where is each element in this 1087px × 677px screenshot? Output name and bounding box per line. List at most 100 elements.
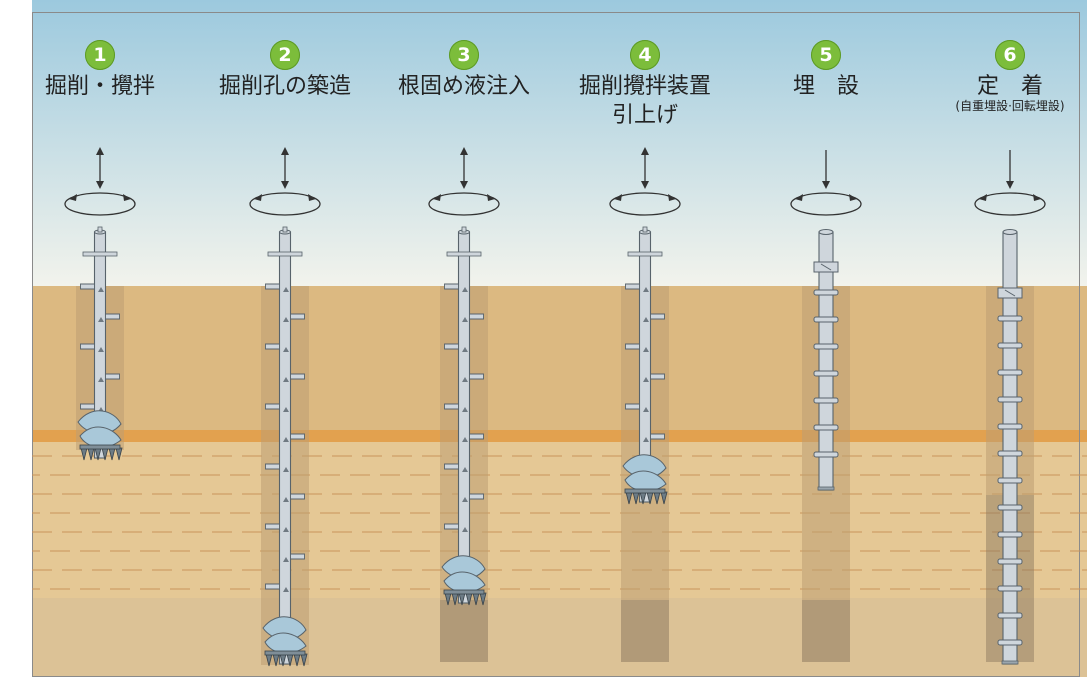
auger-mark xyxy=(98,317,104,322)
tools xyxy=(77,226,1023,667)
pile-ring xyxy=(813,397,839,404)
soil-layer-lower xyxy=(0,598,1087,677)
auger-mark xyxy=(462,317,468,322)
auger-blade xyxy=(625,343,640,350)
auger-blade xyxy=(265,463,280,470)
pile-ring xyxy=(997,423,1023,430)
auger-blade xyxy=(290,433,305,440)
auger-crossbar xyxy=(267,251,303,257)
motion-arrow-step-4 xyxy=(609,147,681,216)
auger-mark xyxy=(283,587,289,592)
auger-rod xyxy=(457,231,471,604)
pile-ring xyxy=(997,477,1023,484)
pile-joint-mark xyxy=(1004,289,1016,297)
step-3-header: 3 根固め液注入 xyxy=(369,40,559,99)
motion-arrow-step-3 xyxy=(428,147,500,216)
auger-mark xyxy=(462,407,468,412)
auger-blade xyxy=(290,553,305,560)
auger-blade xyxy=(650,313,665,320)
rotation-ellipse xyxy=(974,192,1046,216)
step-6-subtitle: (自重埋設·回転埋設) xyxy=(955,99,1065,113)
arrow-head-down xyxy=(460,181,468,189)
auger-mark xyxy=(462,497,468,502)
auger-mark xyxy=(462,467,468,472)
step-6-title: 定 着 xyxy=(976,74,1043,99)
soil-layer-band xyxy=(0,430,1087,442)
arrow-head-down xyxy=(96,181,104,189)
auger-blade xyxy=(80,403,95,410)
step-3-title: 根固め液注入 xyxy=(397,74,530,99)
arrow-head-up xyxy=(641,147,649,155)
rotation-arrow-head xyxy=(487,194,495,201)
pile-ring xyxy=(997,558,1023,565)
rotation-arrow-head xyxy=(308,194,316,201)
auger-blade xyxy=(265,403,280,410)
auger-blade xyxy=(265,283,280,290)
auger-mark xyxy=(283,377,289,382)
auger-spiral xyxy=(79,426,122,448)
step-5-badge: 5 xyxy=(811,40,841,70)
auger-step-1 xyxy=(77,226,123,461)
auger-blade xyxy=(444,523,459,530)
auger-blade xyxy=(444,283,459,290)
motion-arrow-step-5 xyxy=(790,150,862,216)
auger-mark xyxy=(462,377,468,382)
pile-ring xyxy=(813,343,839,350)
rotation-arrow-head xyxy=(69,194,77,201)
auger-blade xyxy=(469,493,484,500)
auger-blade xyxy=(650,433,665,440)
arrow-head-down xyxy=(281,181,289,189)
rotation-arrow-head xyxy=(123,194,131,201)
arrow-head-up xyxy=(281,147,289,155)
pile-ring xyxy=(813,316,839,323)
pile-ring xyxy=(997,531,1023,538)
rotation-ellipse xyxy=(428,192,500,216)
auger-mark xyxy=(462,347,468,352)
auger-step-3 xyxy=(441,226,487,606)
auger-cap xyxy=(642,226,648,233)
step-2-title: 掘削孔の築造 xyxy=(218,74,351,99)
auger-cap xyxy=(282,226,288,233)
auger-crossbar xyxy=(446,251,482,257)
pile-toe xyxy=(817,486,835,491)
motion-arrow-step-1 xyxy=(64,147,136,216)
auger-spiral xyxy=(443,571,486,593)
auger-mark xyxy=(283,287,289,292)
auger-blade xyxy=(265,583,280,590)
step-1-header: 1 掘削・攪拌 xyxy=(5,40,195,99)
auger-step-4 xyxy=(622,226,668,505)
auger-blade xyxy=(265,523,280,530)
arrow-head-up xyxy=(96,147,104,155)
step-5-title: 埋 設 xyxy=(792,74,859,99)
auger-blade xyxy=(444,343,459,350)
auger-mark xyxy=(283,347,289,352)
pile-toe xyxy=(1001,660,1019,665)
pile-top xyxy=(818,229,834,235)
pile-ring xyxy=(813,289,839,296)
auger-mark xyxy=(283,317,289,322)
rotation-ellipse xyxy=(609,192,681,216)
pile-ring xyxy=(813,424,839,431)
auger-mark xyxy=(643,407,649,412)
auger-mark xyxy=(283,557,289,562)
soil-dashes xyxy=(32,455,1087,590)
auger-crossbar xyxy=(82,251,118,257)
auger-blade xyxy=(625,283,640,290)
auger-mark xyxy=(643,317,649,322)
auger-mark xyxy=(643,377,649,382)
auger-head-plate xyxy=(79,444,121,450)
auger-blade xyxy=(650,373,665,380)
step-2-header: 2 掘削孔の築造 xyxy=(190,40,380,99)
auger-mark xyxy=(462,287,468,292)
auger-blade xyxy=(625,403,640,410)
auger-mark xyxy=(98,347,104,352)
rotation-ellipse xyxy=(64,192,136,216)
auger-blade xyxy=(290,313,305,320)
rotation-arrow-head xyxy=(614,194,622,201)
auger-spiral xyxy=(624,470,667,492)
auger-head-plate xyxy=(443,589,485,595)
rotation-arrow-head xyxy=(979,194,987,201)
rotation-ellipse xyxy=(249,192,321,216)
auger-crossbar xyxy=(627,251,663,257)
